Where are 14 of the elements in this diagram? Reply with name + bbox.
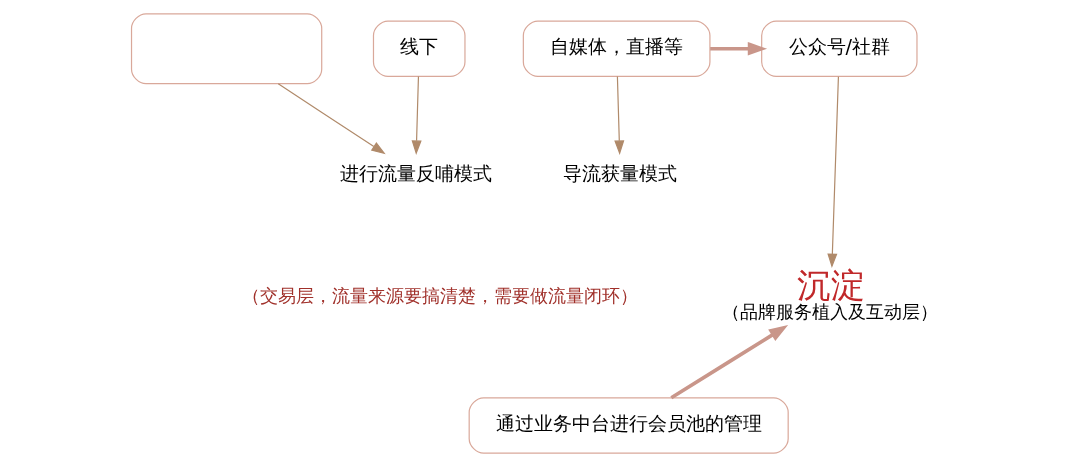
arrow (411, 75, 422, 155)
node-box: 线下 (372, 19, 466, 77)
node-box (130, 12, 323, 84)
node-text: 导流获量模式 (563, 161, 678, 185)
arrow (670, 324, 789, 399)
arrow (710, 41, 768, 55)
node-box: 公众号/社群 (761, 19, 918, 77)
arrow (277, 82, 386, 154)
node-text: 进行流量反哺模式 (339, 161, 492, 185)
arrow (827, 75, 839, 268)
node-box: 自媒体，直播等 (522, 19, 711, 77)
label: （交易层，流量来源要搞清楚，需要做流量闭环） (241, 284, 638, 306)
node-box: 通过业务中台进行会员池的管理 (468, 396, 789, 454)
arrow (614, 75, 625, 155)
